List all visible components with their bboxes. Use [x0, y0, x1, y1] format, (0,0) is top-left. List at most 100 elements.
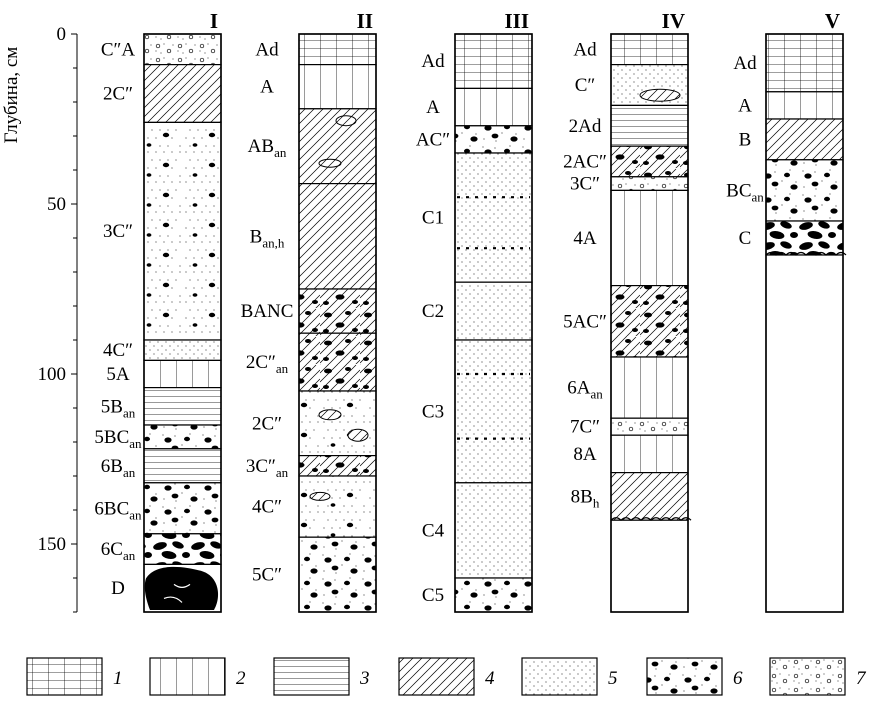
horizon-label: Ad [421, 51, 445, 72]
horizon-label-main: 3C″ [246, 456, 276, 477]
horizon-block [144, 483, 221, 534]
depth-tick-label: 100 [38, 364, 67, 385]
horizon-block [611, 520, 688, 612]
horizon-block [299, 476, 376, 537]
horizon-label: BANC [241, 301, 294, 322]
soil-column-v: AdABBCanCV [726, 9, 843, 612]
horizon-label-main: 5C″ [252, 565, 282, 586]
legend-swatch [274, 658, 349, 695]
horizon-label: ABan [248, 136, 287, 160]
horizon-block [455, 126, 532, 153]
legend-item-2: 2 [150, 658, 246, 695]
legend-swatch [27, 658, 102, 695]
horizon-label-main: 5A [106, 364, 130, 385]
horizon-block [455, 483, 532, 578]
horizon-label: 2C″ [103, 84, 133, 105]
horizon-block [611, 357, 688, 418]
horizon-label: BCan [726, 180, 764, 204]
horizon-block [611, 435, 688, 472]
horizon-label-main: A [426, 97, 440, 118]
lens-inclusion [348, 429, 368, 441]
column-number: III [504, 9, 529, 33]
legend: 1234567 [27, 658, 867, 695]
horizon-label: A [260, 77, 274, 98]
horizon-label-subscript: an [590, 387, 603, 402]
horizon-label-subscript: an [276, 465, 289, 480]
horizon-label-main: AC″ [416, 129, 450, 150]
horizon-block [766, 160, 843, 221]
horizon-label-main: Ad [733, 53, 757, 74]
horizon-block [144, 425, 221, 449]
horizon-label: C [739, 228, 752, 249]
horizon-block [766, 34, 843, 92]
depth-tick-label: 50 [47, 194, 66, 215]
horizon-block [299, 184, 376, 289]
horizon-label-subscript: an [129, 436, 142, 451]
legend-number: 2 [236, 668, 246, 689]
horizon-label: 7C″ [570, 417, 600, 438]
horizon-label: C3 [422, 401, 444, 422]
horizon-block [144, 65, 221, 123]
horizon-label-main: 2AC″ [563, 152, 607, 173]
legend-number: 1 [113, 668, 123, 689]
horizon-label-main: 5B [101, 396, 123, 417]
horizon-label-main: A [260, 77, 274, 98]
horizon-block [611, 34, 688, 65]
horizon-block [144, 340, 221, 360]
horizon-label-main: B [739, 129, 752, 150]
horizon-label-main: 8A [573, 444, 597, 465]
horizon-label: 2AC″ [563, 152, 607, 173]
horizon-label-subscript: an,h [262, 235, 285, 250]
horizon-block [144, 34, 221, 65]
horizon-label: Ban,h [250, 226, 285, 250]
horizon-block [611, 418, 688, 435]
legend-item-4: 4 [399, 658, 495, 695]
horizon-label-subscript: an [752, 189, 765, 204]
horizon-label-main: C3 [422, 401, 444, 422]
horizon-label: 5AC″ [563, 311, 607, 332]
horizon-label-main: Ad [573, 39, 597, 60]
horizon-label: Ad [733, 53, 757, 74]
horizon-label-main: 6BC [94, 498, 129, 519]
legend-number: 7 [856, 668, 867, 689]
horizon-label: C2 [422, 301, 444, 322]
legend-number: 6 [733, 668, 743, 689]
horizon-label-main: Ad [255, 39, 279, 60]
legend-item-7: 7 [770, 658, 867, 695]
column-number: IV [662, 9, 685, 33]
horizon-label: 6BCan [94, 498, 142, 522]
horizon-label-main: A [738, 95, 752, 116]
horizon-label-main: 4C″ [103, 340, 133, 361]
horizon-block [299, 34, 376, 65]
horizon-block [611, 190, 688, 285]
horizon-label-main: 2Ad [569, 116, 602, 137]
legend-swatch [150, 658, 225, 695]
horizon-label: 2C″an [246, 352, 289, 376]
horizon-label: A [738, 95, 752, 116]
horizon-block [455, 578, 532, 612]
horizon-label-main: 2C″ [103, 84, 133, 105]
horizon-label-subscript: h [593, 495, 600, 510]
horizon-label: 4C″ [252, 497, 282, 518]
horizon-label-subscript: an [123, 465, 136, 480]
column-number: II [357, 9, 373, 33]
horizon-label-main: B [250, 226, 263, 247]
wavy-mask [767, 256, 842, 262]
horizon-label: 6Aan [567, 378, 603, 402]
horizon-label: 3C″ [570, 174, 600, 195]
horizon-label-main: AB [248, 136, 274, 157]
horizon-label-main: 6C [101, 539, 123, 560]
horizon-block [455, 282, 532, 340]
horizon-label: 2Ad [569, 116, 602, 137]
horizon-label-main: C5 [422, 585, 444, 606]
horizon-label-main: BC [726, 180, 751, 201]
horizon-label-main: C4 [422, 520, 445, 541]
horizon-block [299, 537, 376, 612]
horizon-block [766, 92, 843, 119]
legend-swatch [522, 658, 597, 695]
